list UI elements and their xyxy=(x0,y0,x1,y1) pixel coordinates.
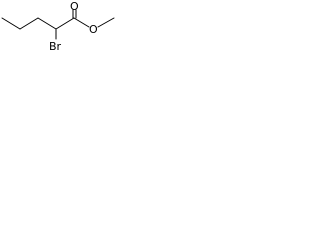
bond-c6-c5 xyxy=(1,17,21,30)
atom-label-carbonyl-oxygen: O xyxy=(70,0,79,13)
bond-c5-c4 xyxy=(19,17,39,30)
bond-c3-c2 xyxy=(55,17,75,30)
atom-label-ester-oxygen: O xyxy=(89,23,98,36)
atom-label-bromine: Br xyxy=(49,40,62,53)
bond-o-methyl xyxy=(97,17,115,28)
chemical-structure: Br O O xyxy=(1,0,115,53)
bond-c1-o-ester xyxy=(73,17,90,28)
bond-c4-c3 xyxy=(37,17,57,30)
